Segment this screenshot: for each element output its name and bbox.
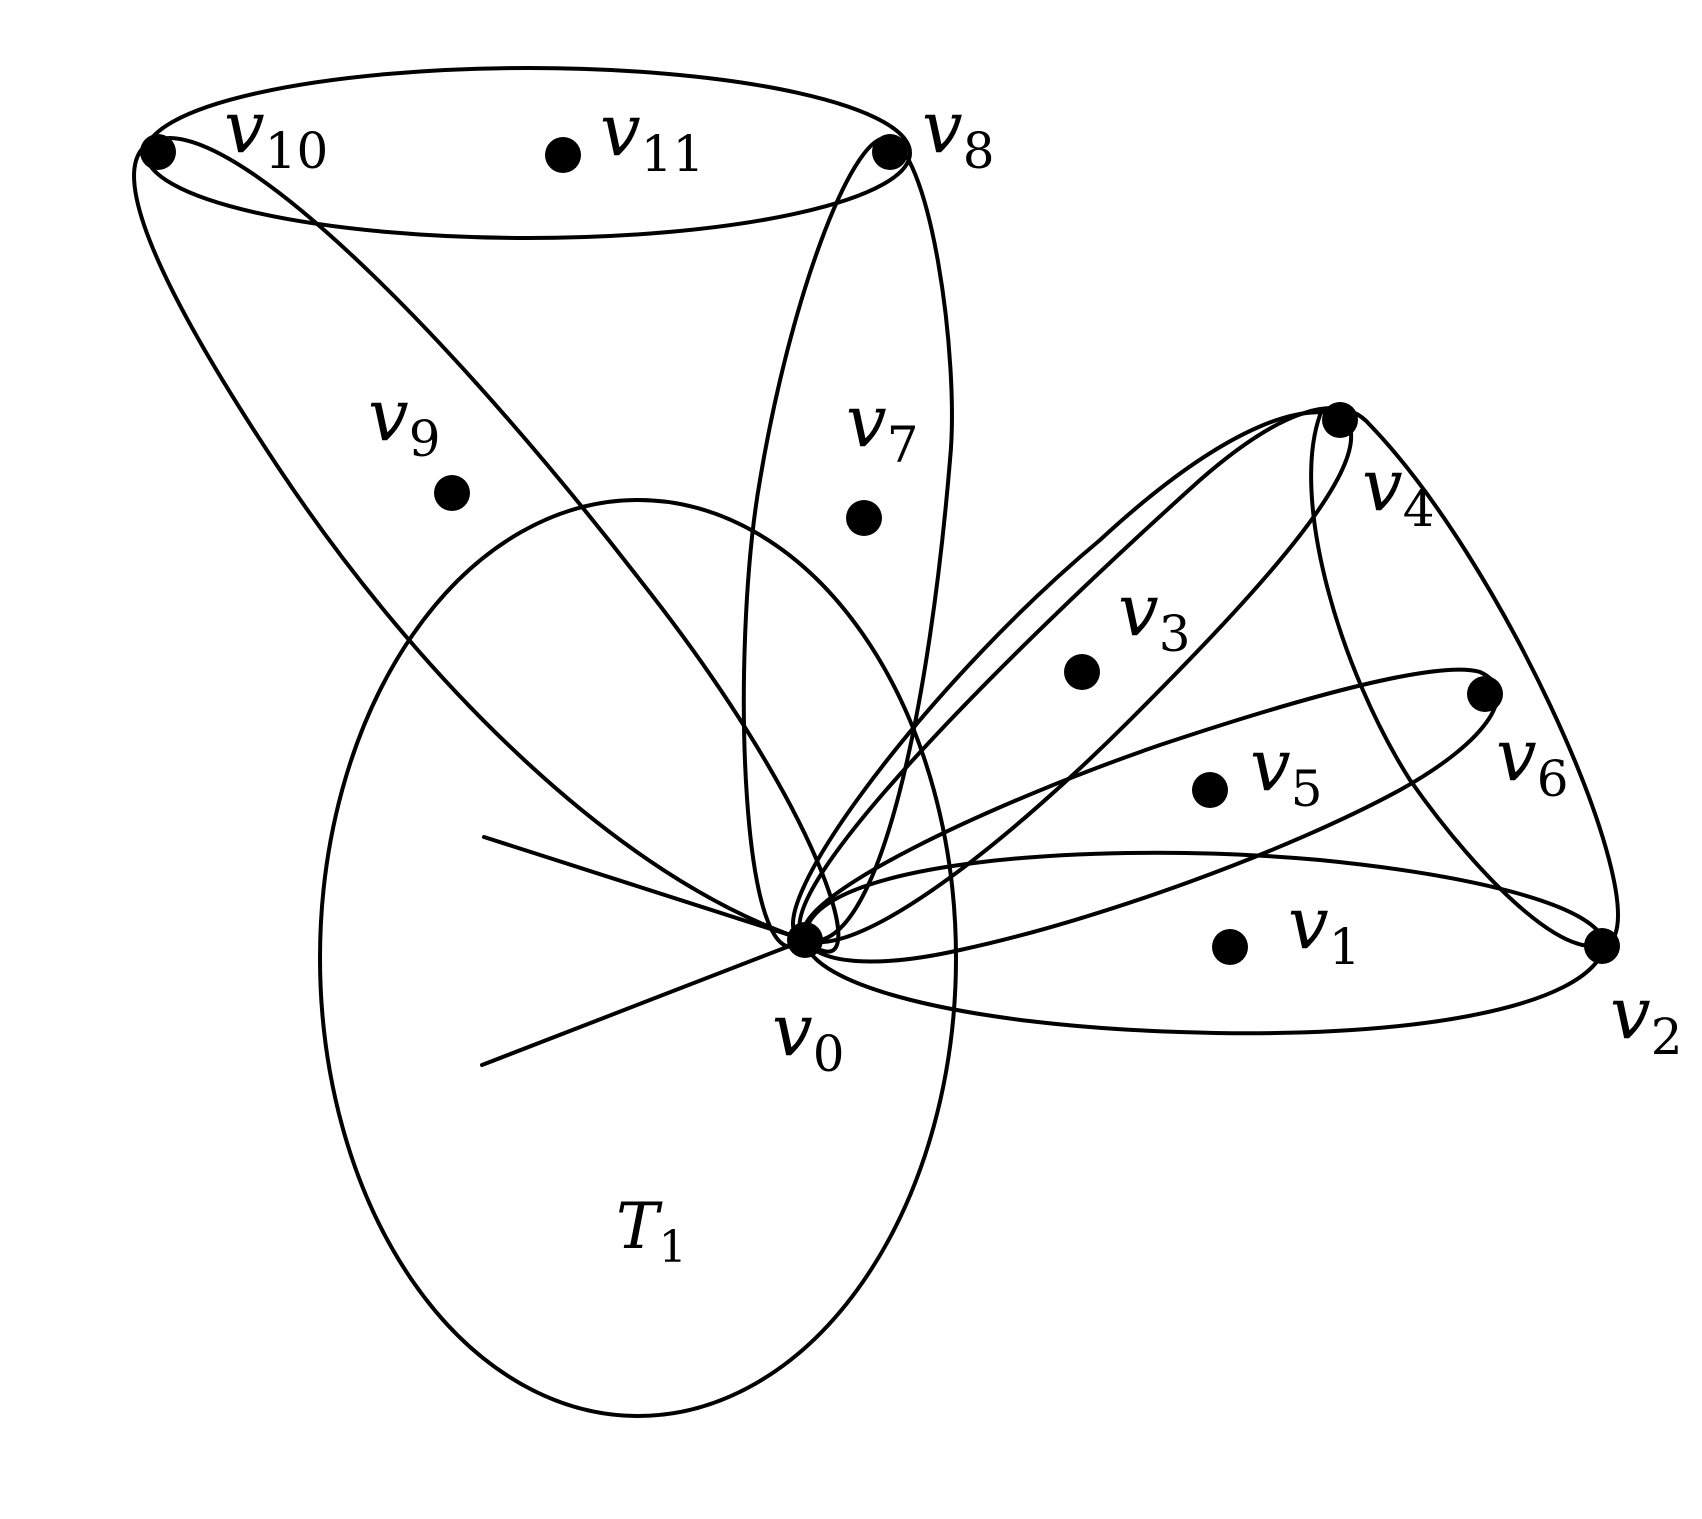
vertex-v4 (1322, 402, 1358, 438)
vertex-v8 (872, 134, 908, 170)
tree-edge-upper (482, 835, 807, 942)
vertex-v6 (1467, 676, 1503, 712)
tree-edge-lower (480, 938, 807, 1067)
vertex-layer (140, 134, 1620, 965)
vertex-label-v7: v7 (846, 379, 919, 474)
vertex-v7 (846, 500, 882, 536)
vertex-label-v4: v4 (1362, 443, 1435, 538)
vertex-label-v0: v0 (772, 988, 845, 1083)
vertex-v11 (545, 137, 581, 173)
hyperedge-v0-v4-v2 (797, 406, 1620, 949)
vertex-v9 (434, 475, 470, 511)
vertex-label-v6: v6 (1496, 713, 1569, 808)
hyperedge-v0-v1-v2 (802, 850, 1608, 1036)
vertex-label-v5: v5 (1250, 723, 1323, 818)
hyperedge-v0-v9-v10 (132, 135, 841, 954)
region-label-t1: T1 (616, 1190, 687, 1273)
vertex-label-v8: v8 (922, 85, 995, 180)
vertex-v0 (787, 922, 823, 958)
vertex-label-v10: v10 (224, 85, 328, 180)
vertex-v10 (140, 134, 176, 170)
vertex-label-v9: v9 (368, 373, 441, 468)
vertex-label-v2: v2 (1610, 971, 1683, 1066)
tree-region-outline (318, 498, 958, 1418)
vertex-label-v1: v1 (1288, 881, 1361, 976)
vertex-v5 (1192, 772, 1228, 808)
vertex-v3 (1064, 654, 1100, 690)
vertex-label-v3: v3 (1118, 568, 1191, 663)
vertex-v1 (1212, 929, 1248, 965)
vertex-v2 (1584, 928, 1620, 964)
vertex-label-v11: v11 (600, 88, 704, 183)
